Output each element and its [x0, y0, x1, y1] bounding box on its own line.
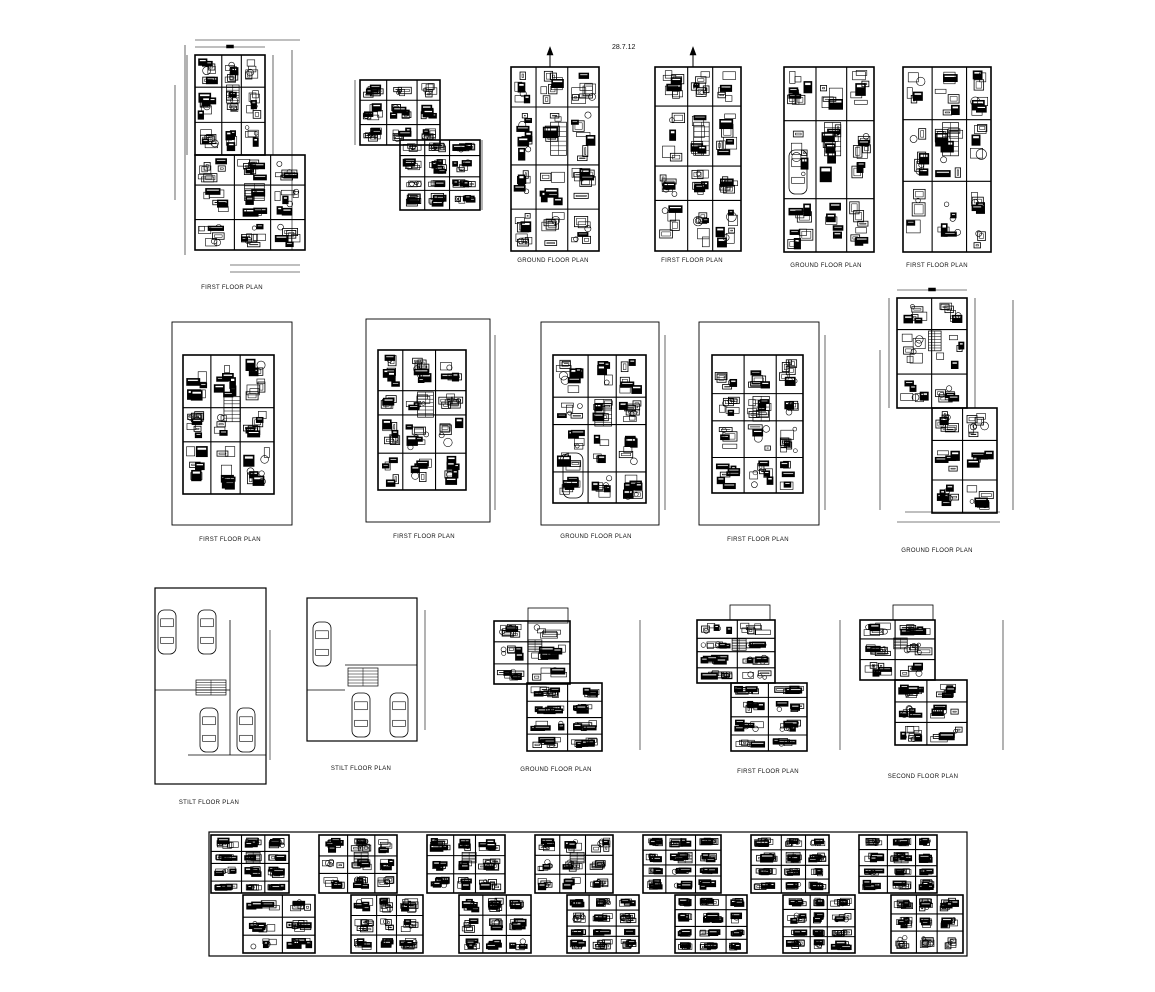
plan-label-first-floor-4: FIRST FLOOR PLAN [199, 537, 261, 543]
sheet-header-text: 28.7.12 [612, 44, 635, 51]
plan-label-ground-floor-5: GROUND FLOOR PLAN [520, 767, 591, 773]
plan-label-first-floor-2: FIRST FLOOR PLAN [661, 258, 723, 264]
plan-label-first-floor-6: FIRST FLOOR PLAN [727, 537, 789, 543]
plan-label-ground-floor-3: GROUND FLOOR PLAN [560, 534, 631, 540]
plan-label-ground-floor-1: GROUND FLOOR PLAN [517, 258, 588, 264]
car-icon [198, 610, 216, 654]
car-icon [158, 610, 176, 654]
north-arrow-icon [547, 47, 553, 55]
plan-label-ground-floor-2: GROUND FLOOR PLAN [790, 263, 861, 269]
car-icon [200, 708, 218, 752]
car-icon [390, 693, 408, 737]
plan-label-ground-floor-4: GROUND FLOOR PLAN [901, 548, 972, 554]
plan-label-stilt-floor-2: STILT FLOOR PLAN [331, 766, 391, 772]
north-arrow-icon [690, 47, 696, 55]
plan-label-second-floor: SECOND FLOOR PLAN [888, 774, 958, 780]
car-icon [237, 708, 255, 752]
plan-label-stilt-floor-1: STILT FLOOR PLAN [179, 800, 239, 806]
plan-label-first-floor-7: FIRST FLOOR PLAN [737, 769, 799, 775]
plan-label-first-floor-5: FIRST FLOOR PLAN [393, 534, 455, 540]
car-icon [313, 622, 331, 666]
car-icon [352, 693, 370, 737]
plan-label-first-floor-3: FIRST FLOOR PLAN [906, 263, 968, 269]
plan-label-first-floor-1: FIRST FLOOR PLAN [201, 285, 263, 291]
